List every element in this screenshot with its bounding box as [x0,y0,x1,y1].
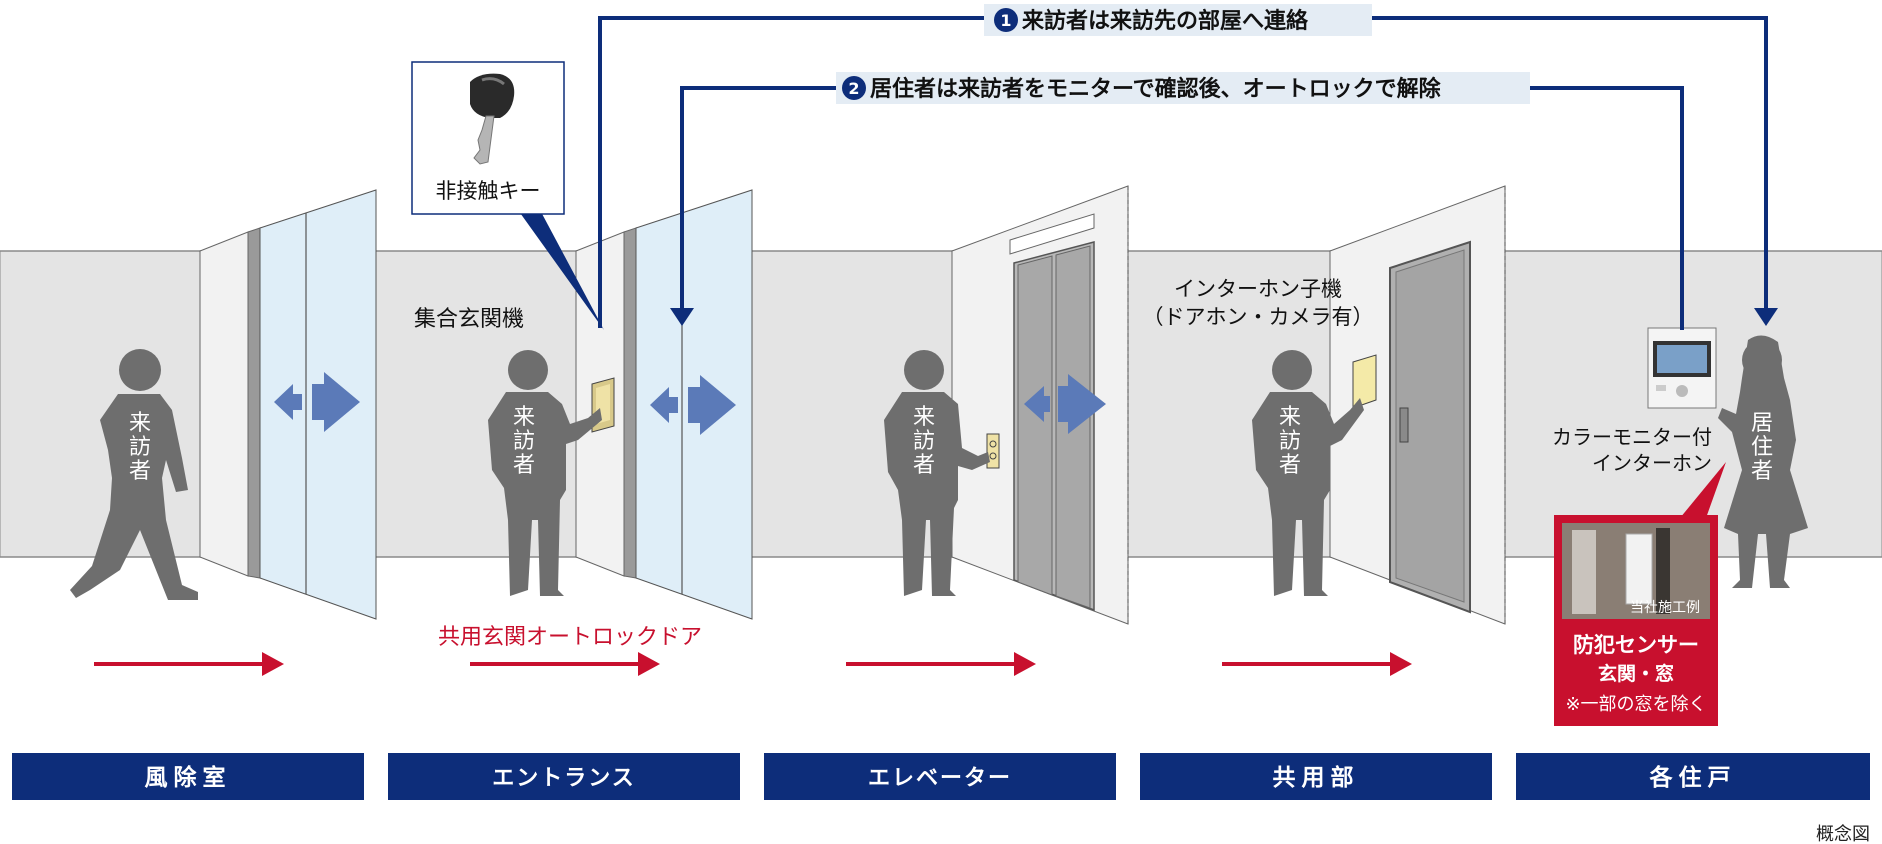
svg-text:住: 住 [1751,435,1773,460]
visitor-label-4: 来 訪 者 [1279,405,1301,478]
svg-text:者: 者 [513,453,535,478]
elevator-call-button-icon [986,433,1000,469]
svg-text:エントランス: エントランス [492,766,636,791]
flow-line-step2 [680,86,1684,330]
svg-text:者: 者 [1751,459,1773,484]
svg-text:来: 来 [129,411,151,436]
resident-silhouette [1718,335,1808,588]
double-arrow-icon [274,384,302,420]
svg-text:来: 来 [1279,405,1301,430]
svg-text:風除室: 風除室 [145,764,232,791]
elevator [951,185,1129,625]
color-monitor-label-2: インターホン [1592,451,1712,475]
svg-text:者: 者 [913,453,935,478]
svg-text:者: 者 [1279,453,1301,478]
svg-text:当社施工例: 当社施工例 [1630,600,1700,616]
svg-text:共用部: 共用部 [1273,764,1360,791]
entrance-panel-label: 集合玄関機 [414,307,524,332]
svg-text:者: 者 [129,459,151,484]
svg-text:来訪者は来訪先の部屋へ連絡: 来訪者は来訪先の部屋へ連絡 [1021,8,1309,34]
double-arrow-icon [1024,386,1050,422]
section-bar-kyoyobu: 共用部 [1140,753,1492,800]
svg-text:訪: 訪 [913,429,935,454]
visitor-label-3: 来 訪 者 [913,405,935,478]
step2-label: 2 居住者は来訪者をモニターで確認後、オートロックで解除 [836,72,1530,104]
visitor-silhouette-3 [884,350,990,596]
section-bar-kakujuko: 各住戸 [1516,753,1870,800]
concept-note: 概念図 [1816,823,1870,844]
svg-text:非接触キー: 非接触キー [436,179,541,203]
svg-text:居: 居 [1751,411,1773,436]
svg-text:防犯センサー: 防犯センサー [1573,633,1699,657]
autolock-door-label: 共用玄関オートロックドア [438,625,702,650]
double-arrow-icon [650,387,678,423]
svg-text:2: 2 [848,79,859,98]
section-bar-elevator: エレベーター [764,753,1116,800]
svg-text:エレベーター: エレベーター [868,766,1012,791]
section-bar-fujoshitsu: 風除室 [12,753,364,800]
progress-arrows [94,652,1412,676]
key-callout: 非接触キー [411,61,604,330]
intercom-sub-label-1: インターホン子機 [1174,277,1342,301]
resident-label: 居 住 者 [1751,411,1773,484]
color-monitor-intercom-icon [1647,327,1717,409]
step1-label: 1 来訪者は来訪先の部屋へ連絡 [984,4,1372,36]
svg-text:訪: 訪 [129,435,151,460]
section-bar-entrance: エントランス [388,753,740,800]
svg-text:各住戸: 各住戸 [1649,764,1737,791]
svg-text:居住者は来訪者をモニターで確認後、オートロックで解除: 居住者は来訪者をモニターで確認後、オートロックで解除 [870,76,1442,102]
svg-text:来: 来 [513,405,535,430]
color-monitor-label-1: カラーモニター付 [1552,425,1712,449]
svg-text:訪: 訪 [1279,429,1301,454]
intercom-sub-label-2: （ドアホン・カメラ有） [1143,305,1374,329]
visitor-label-1: 来 訪 者 [129,411,151,484]
visitor-label-2: 来 訪 者 [513,405,535,478]
unit-door [1329,185,1506,625]
entrance-glass-door [575,189,753,620]
svg-text:1: 1 [1000,11,1011,30]
security-sensor-box: 当社施工例 防犯センサー 玄関・窓 ※一部の窓を除く [1554,462,1726,726]
visitor-silhouette-4 [1252,350,1364,596]
vestibule-glass-door [199,189,377,620]
svg-text:来: 来 [913,405,935,430]
svg-text:訪: 訪 [513,429,535,454]
intercom-sub-unit-icon [1352,354,1377,409]
svg-text:※一部の窓を除く: ※一部の窓を除く [1565,694,1706,715]
flow-line-step1 [598,16,1768,328]
svg-text:玄関・窓: 玄関・窓 [1598,662,1674,685]
key-icon [470,73,515,165]
visitor-silhouette-2 [488,350,602,596]
visitor-silhouette-1 [70,349,198,600]
